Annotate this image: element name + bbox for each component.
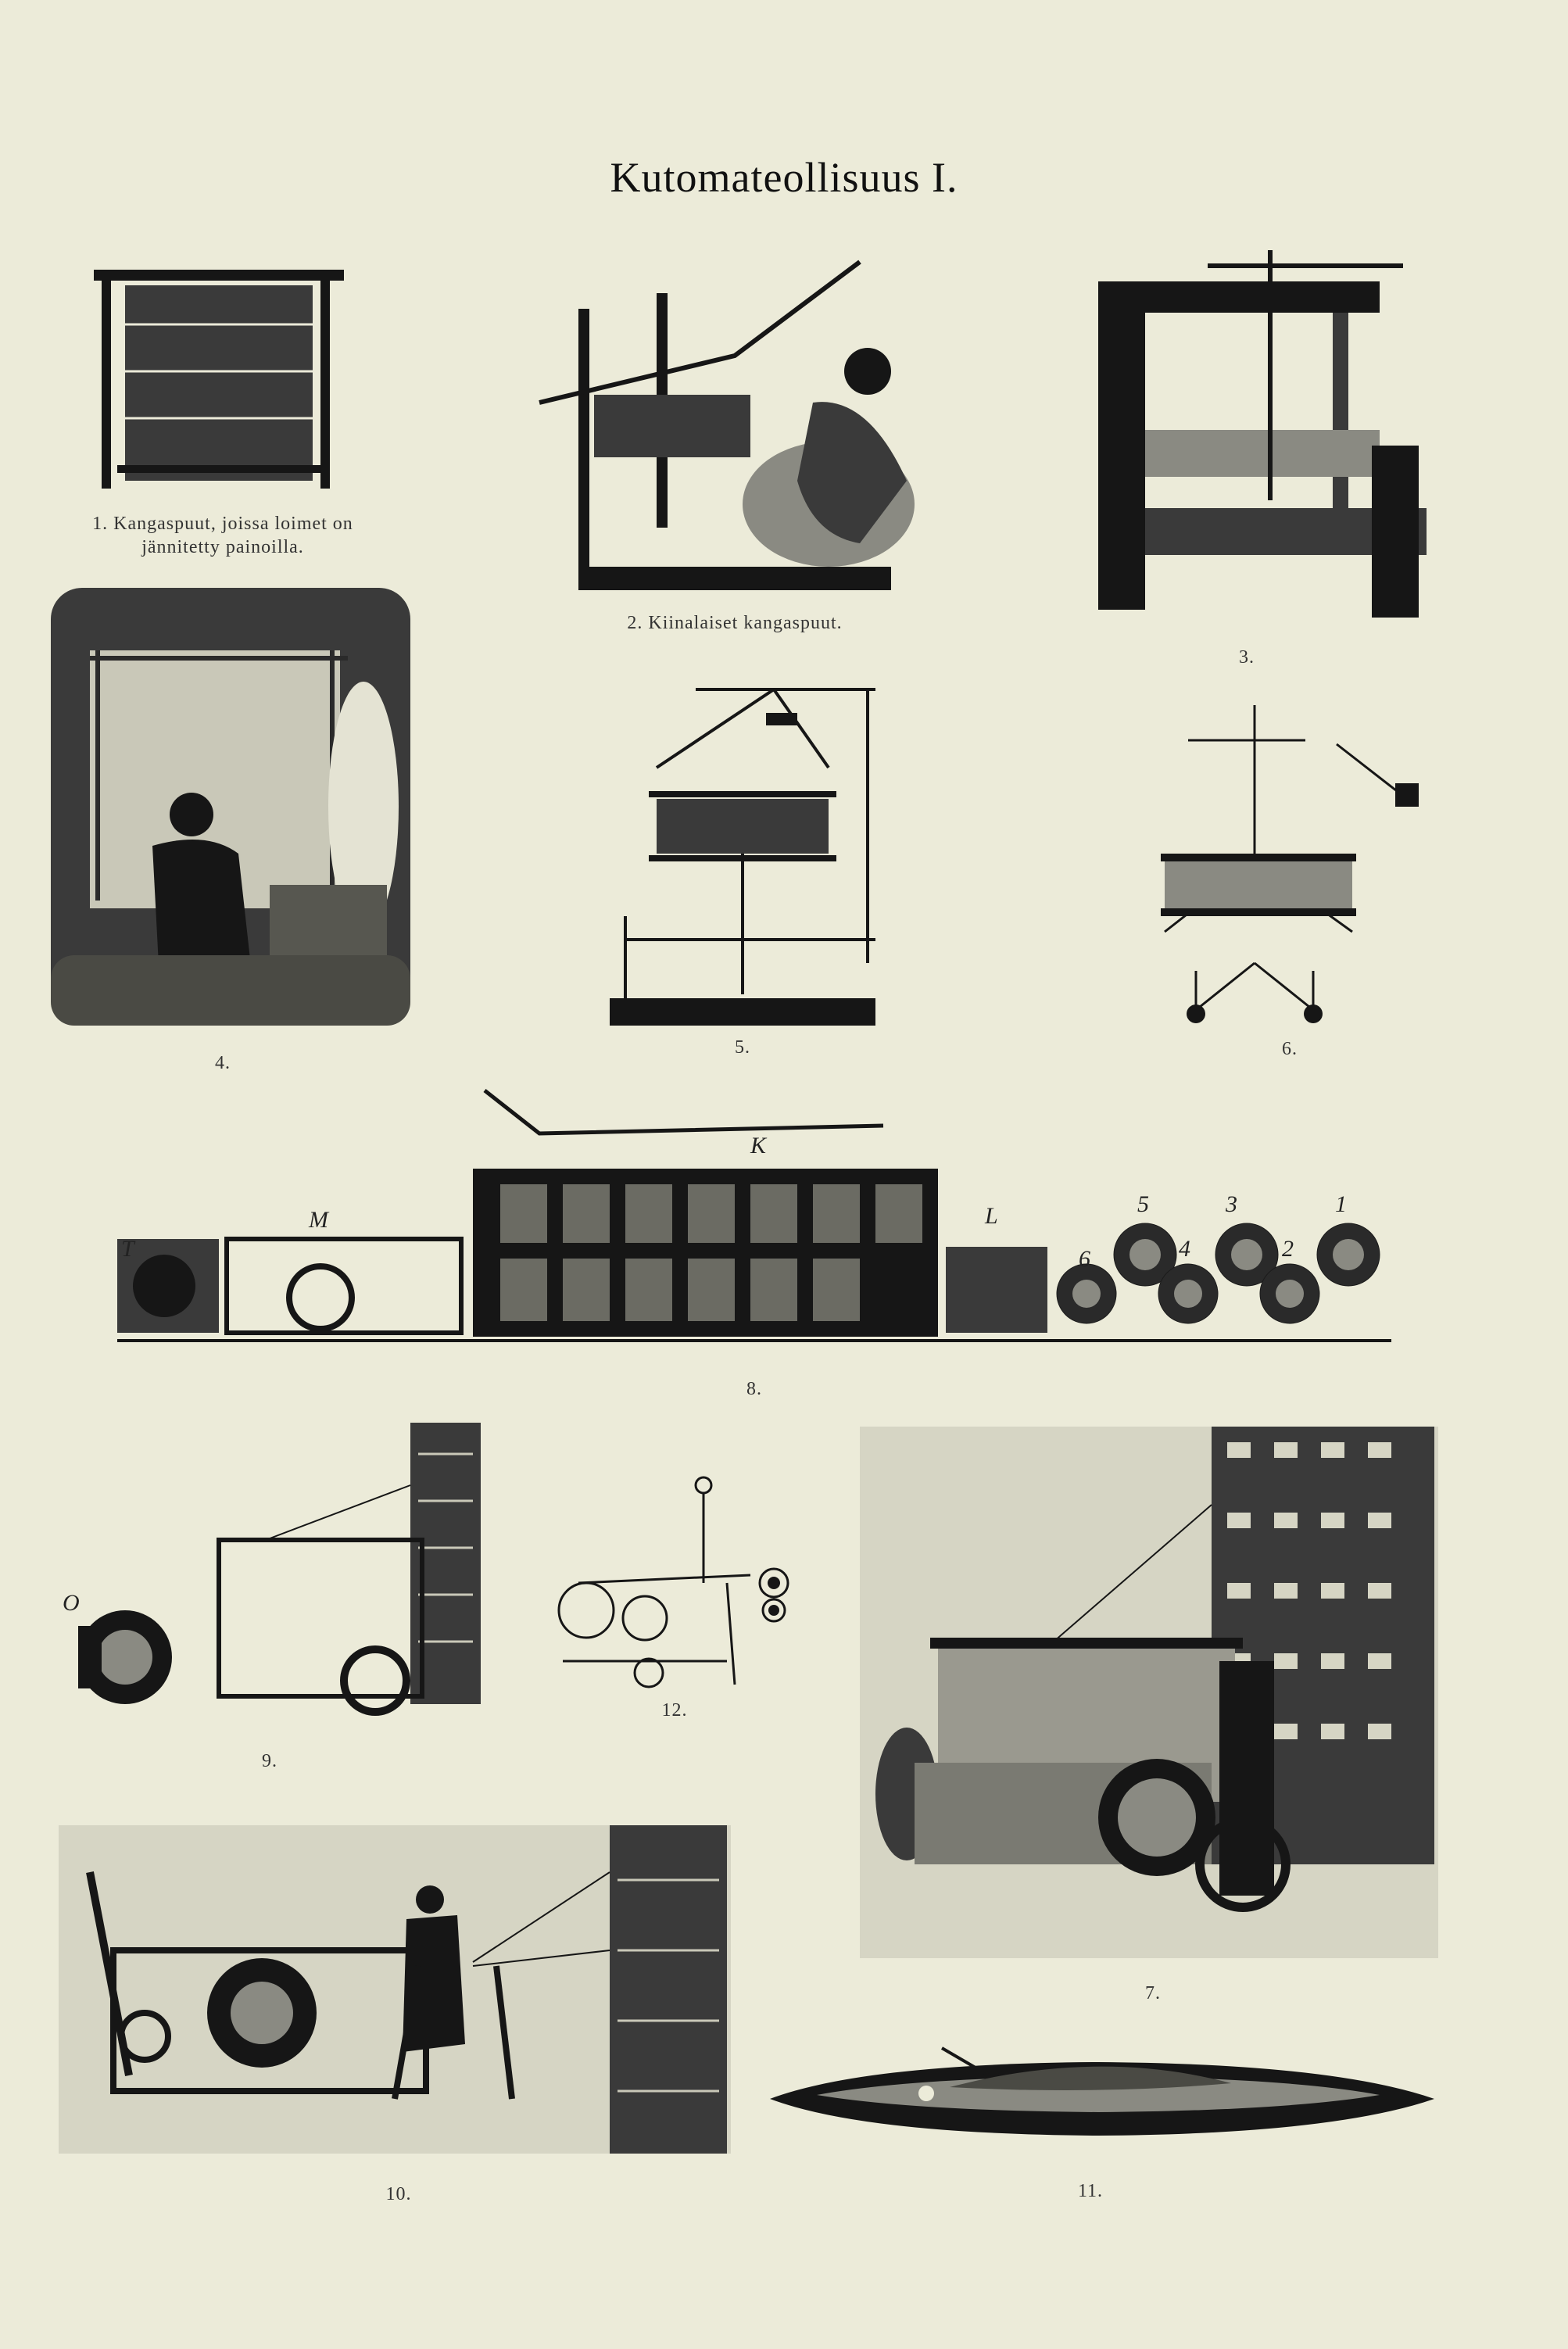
- figure-2-caption: 2. Kiinalaiset kangaspuut.: [627, 613, 843, 633]
- figure-8-letter-l: L: [984, 1203, 998, 1229]
- figure-5-caption: 5.: [735, 1037, 750, 1058]
- figure-8-letter-6: 6: [1079, 1246, 1090, 1272]
- figure-10-caption: 10.: [385, 2184, 412, 2204]
- figure-9-power-loom-illustration: O: [63, 1423, 485, 1735]
- figure-8-letter-3: 3: [1225, 1191, 1237, 1217]
- figure-9-caption: 9.: [262, 1751, 277, 1771]
- figure-6-caption: 6.: [1282, 1039, 1298, 1059]
- figure-5-harness-mechanism-diagram: [610, 682, 875, 1026]
- figure-11-shuttle-illustration: [770, 2032, 1434, 2165]
- figure-1-caption-line-1: 1. Kangaspuut, joissa loimet on: [92, 514, 353, 534]
- figure-8-letter-t: T: [121, 1236, 136, 1262]
- figure-1-caption-line-2: jännitetty painoilla.: [141, 537, 304, 557]
- figure-7-loom-with-creel-illustration: [860, 1427, 1438, 1958]
- figure-1-caption: 1. Kangaspuut, joissa loimet on jännitet…: [31, 512, 414, 559]
- figure-11-caption: 11.: [1077, 2181, 1104, 2201]
- figure-4-woman-at-loom-illustration: [51, 588, 410, 1026]
- figure-8-sizing-machine-illustration: T M K L 6 5 4 3 2 1: [117, 1083, 1391, 1348]
- figure-8-caption: 8.: [746, 1379, 762, 1399]
- figure-4-caption: 4.: [215, 1053, 231, 1073]
- figure-7-caption: 7.: [1145, 1983, 1161, 2003]
- figure-8-letter-2: 2: [1282, 1236, 1294, 1262]
- figure-8-letter-4: 4: [1179, 1236, 1190, 1262]
- figure-1-warp-weighted-loom-illustration: [94, 254, 344, 496]
- figure-10-loom-with-operator-illustration: [59, 1825, 731, 2154]
- figure-9-letter-o: O: [63, 1590, 80, 1616]
- figure-8-letter-m: M: [308, 1207, 330, 1233]
- figure-2-chinese-loom-illustration: [500, 246, 969, 602]
- figure-6-harness-cords-diagram: [1149, 697, 1430, 1033]
- figure-8-letter-k: K: [750, 1133, 768, 1158]
- figure-3-wooden-loom-illustration: [1090, 242, 1430, 625]
- figure-8-letter-5: 5: [1137, 1191, 1149, 1217]
- figure-12-mechanism-diagram: [547, 1473, 797, 1692]
- figure-8-letter-1: 1: [1335, 1191, 1347, 1217]
- figure-12-caption: 12.: [661, 1700, 688, 1721]
- figure-3-caption: 3.: [1239, 647, 1255, 668]
- page-title: Kutomateollisuus I.: [610, 154, 958, 201]
